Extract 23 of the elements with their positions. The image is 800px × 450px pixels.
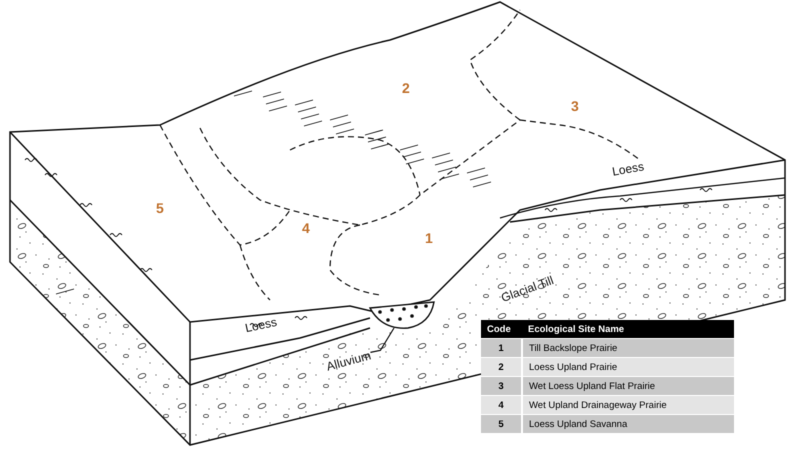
site-code-number: 3 — [571, 98, 579, 114]
alluvium-deposit — [368, 300, 436, 330]
layer-label: Alluvium — [324, 348, 372, 374]
table-cell: Wet Loess Upland Flat Prairie — [522, 376, 734, 396]
code-cell: 4 — [481, 396, 522, 414]
layer-label: Loess — [611, 159, 645, 179]
table-cell: Loess Upland Prairie — [522, 358, 734, 376]
layer-label: Glacial Till — [499, 273, 556, 305]
site-code-number: 2 — [402, 80, 410, 96]
leader-line — [370, 328, 395, 353]
code-cell: 5 — [481, 414, 522, 434]
code-cell: 1 — [481, 338, 522, 358]
table-cell: Loess Upland Savanna — [522, 414, 734, 434]
site-code-number: 4 — [302, 220, 310, 236]
layer-label: Loess — [244, 314, 278, 336]
site-code-number: 1 — [425, 230, 433, 246]
code-cell: 3 — [481, 376, 522, 396]
table-header: Code — [481, 320, 522, 338]
table-cell: Wet Upland Drainageway Prairie — [522, 396, 734, 414]
code-cell: 2 — [481, 358, 522, 376]
site-code-number: 5 — [156, 200, 164, 216]
table-cell: Till Backslope Prairie — [522, 338, 734, 358]
table-header: Ecological Site Name — [522, 320, 734, 338]
